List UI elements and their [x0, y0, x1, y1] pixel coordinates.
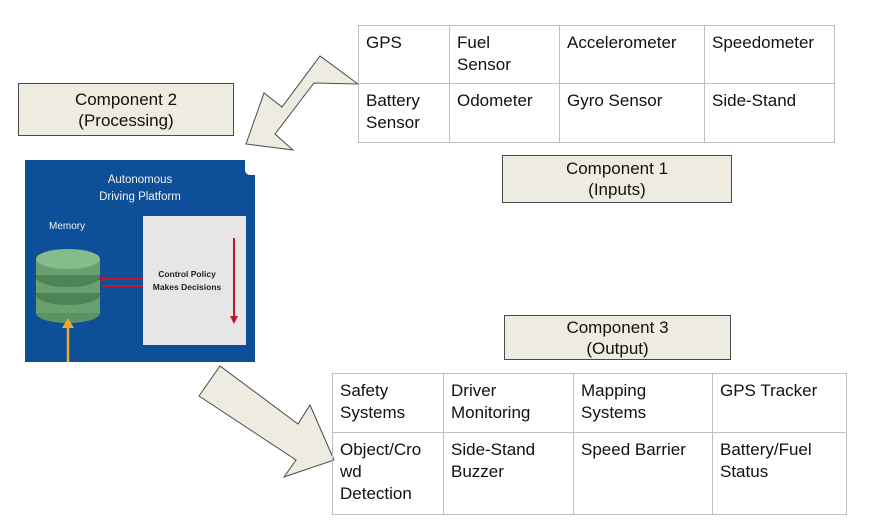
input-cell: Speedometer: [704, 25, 835, 84]
output-cell: Speed Barrier: [573, 432, 713, 515]
component-3-label: Component 3 (Output): [504, 315, 731, 360]
table-row: GPS Fuel Sensor Accelerometer Speedomete…: [358, 25, 835, 84]
output-cell: Safety Systems: [332, 373, 444, 433]
component-1-label: Component 1 (Inputs): [502, 155, 732, 203]
component-1-title: Component 1: [565, 159, 669, 178]
platform-title-line2: Driving Platform: [99, 191, 181, 203]
table-row: Battery Sensor Odometer Gyro Sensor Side…: [358, 83, 835, 143]
output-cell: Battery/Fuel Status: [712, 432, 847, 515]
input-cell: Gyro Sensor: [559, 83, 705, 143]
input-cell: Side-Stand: [704, 83, 835, 143]
output-table: Safety Systems Driver Monitoring Mapping…: [332, 373, 847, 515]
input-cell: Fuel Sensor: [449, 25, 560, 84]
input-cell: Battery Sensor: [358, 83, 450, 143]
memory-label: Memory: [49, 221, 86, 232]
down-arrow-icon: [230, 238, 238, 324]
output-cell: Mapping Systems: [573, 373, 713, 433]
output-cell: Side-Stand Buzzer: [443, 432, 574, 515]
table-row: Safety Systems Driver Monitoring Mapping…: [332, 373, 847, 433]
platform-title-line1: Autonomous: [107, 174, 173, 186]
component-3-subtitle: (Output): [586, 338, 649, 358]
output-cell: Driver Monitoring: [443, 373, 574, 433]
component-1-subtitle: (Inputs): [588, 180, 646, 199]
control-policy-box: Control Policy Makes Decisions: [143, 216, 246, 345]
input-cell: Odometer: [449, 83, 560, 143]
database-icon: [36, 249, 143, 362]
output-cell: GPS Tracker: [712, 373, 847, 433]
processing-to-output-arrow: [198, 365, 335, 478]
component-2-title: Component 2: [74, 89, 178, 109]
input-cell: Accelerometer: [559, 25, 705, 84]
corner-tab: [245, 160, 255, 175]
platform-title: Autonomous Driving Platform: [25, 172, 255, 206]
inputs-to-processing-arrow: [245, 55, 360, 151]
policy-line2: Makes Decisions: [152, 282, 222, 292]
inputs-table: GPS Fuel Sensor Accelerometer Speedomete…: [358, 25, 835, 143]
component-2-label: Component 2 (Processing): [18, 83, 234, 136]
component-3-title: Component 3: [566, 317, 669, 337]
input-cell: GPS: [358, 25, 450, 84]
policy-line1: Control Policy: [158, 269, 216, 279]
autonomous-driving-platform-image: Autonomous Driving Platform Memory Contr…: [25, 160, 255, 362]
output-cell: Object/Cro wd Detection: [332, 432, 444, 515]
table-row: Object/Cro wd Detection Side-Stand Buzze…: [332, 432, 847, 515]
component-2-subtitle: (Processing): [78, 110, 174, 130]
control-policy-text: Control Policy Makes Decisions: [143, 268, 231, 294]
